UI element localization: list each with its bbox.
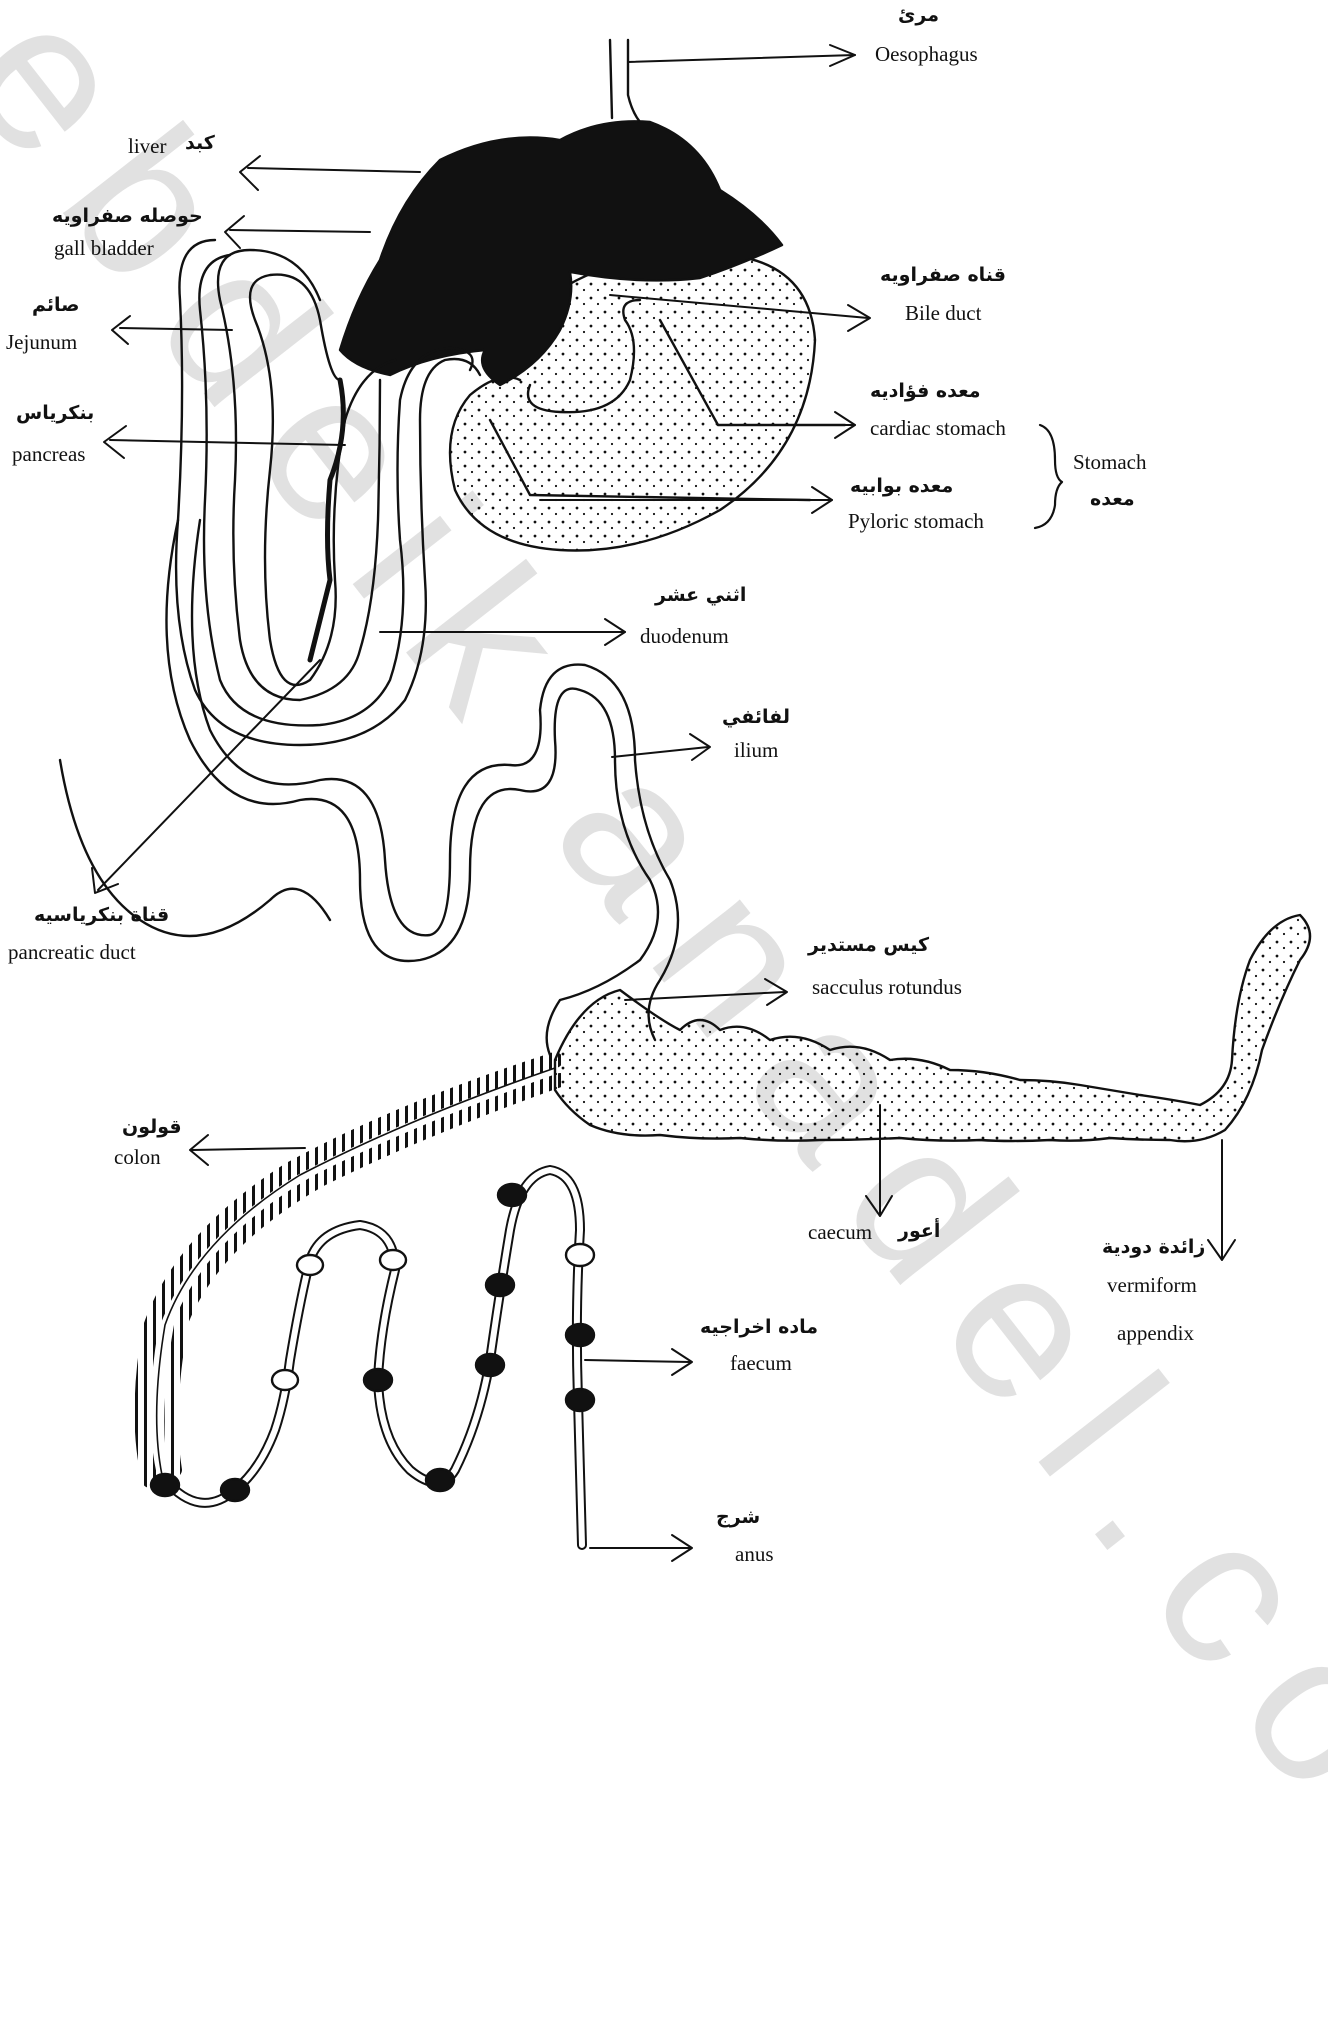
oesophagus-label-ar: مرئ xyxy=(898,6,939,25)
stomach-label-ar: معده xyxy=(1090,490,1135,509)
colon-label-ar: قولون xyxy=(122,1118,182,1137)
liver-label-ar: كبد xyxy=(185,134,215,153)
ilium-label: ilium xyxy=(734,740,778,761)
caecum-label: caecum xyxy=(808,1222,872,1243)
cardiac-stomach-label: cardiac stomach xyxy=(870,418,1006,439)
sacculus-rotundus-label-ar: كيس مستدير xyxy=(808,936,929,955)
caecum-shape xyxy=(555,915,1310,1141)
caecum-label-ar: أعور xyxy=(898,1222,940,1241)
stomach-brace xyxy=(1035,425,1062,528)
jejunum-label-ar: صائم xyxy=(32,296,80,315)
pancreatic-duct-label: pancreatic duct xyxy=(8,942,136,963)
gall-bladder-label: gall bladder xyxy=(54,238,154,259)
pyloric-stomach-label: Pyloric stomach xyxy=(848,511,984,532)
pancreas-label: pancreas xyxy=(12,444,85,465)
faecum-label: faecum xyxy=(730,1353,792,1374)
pancreas-shape xyxy=(310,380,343,660)
oesophagus-shape xyxy=(610,40,640,122)
cardiac-stomach-label-ar: معده فؤاديه xyxy=(870,382,981,401)
pyloric-stomach-label-ar: معده بوابيه xyxy=(850,477,953,496)
duodenum-label: duodenum xyxy=(640,626,729,647)
digestive-system-diagram: ebdeik anadel.com xyxy=(0,0,1328,1571)
anus-label: anus xyxy=(735,1544,774,1565)
vermiform-appendix-label-ar: زائدة دودية xyxy=(1102,1238,1205,1257)
pancreatic-duct-label-ar: قناة بنكرياسيه xyxy=(34,906,169,925)
colon-shape xyxy=(143,1060,561,1480)
oesophagus-label: Oesophagus xyxy=(875,44,978,65)
pancreas-label-ar: بنكرياس xyxy=(16,404,94,423)
bile-duct-label: Bile duct xyxy=(905,303,981,324)
faecum-label-ar: ماده اخراجيه xyxy=(700,1318,818,1337)
anus-label-ar: شرج xyxy=(716,1508,760,1527)
colon-label: colon xyxy=(114,1147,161,1168)
jejunum-label: Jejunum xyxy=(6,332,77,353)
duodenum-label-ar: اثني عشر xyxy=(655,586,746,605)
bile-duct-label-ar: قناه صفراويه xyxy=(880,266,1006,285)
appendix-label: appendix xyxy=(1117,1323,1194,1344)
gall-bladder-label-ar: حوصله صفراويه xyxy=(52,207,203,226)
stomach-label: Stomach xyxy=(1073,452,1147,473)
liver-label: liver xyxy=(128,136,166,157)
sacculus-rotundus-label: sacculus rotundus xyxy=(812,977,962,998)
ilium-label-ar: لفائفي xyxy=(722,708,790,727)
vermiform-label: vermiform xyxy=(1107,1275,1197,1296)
